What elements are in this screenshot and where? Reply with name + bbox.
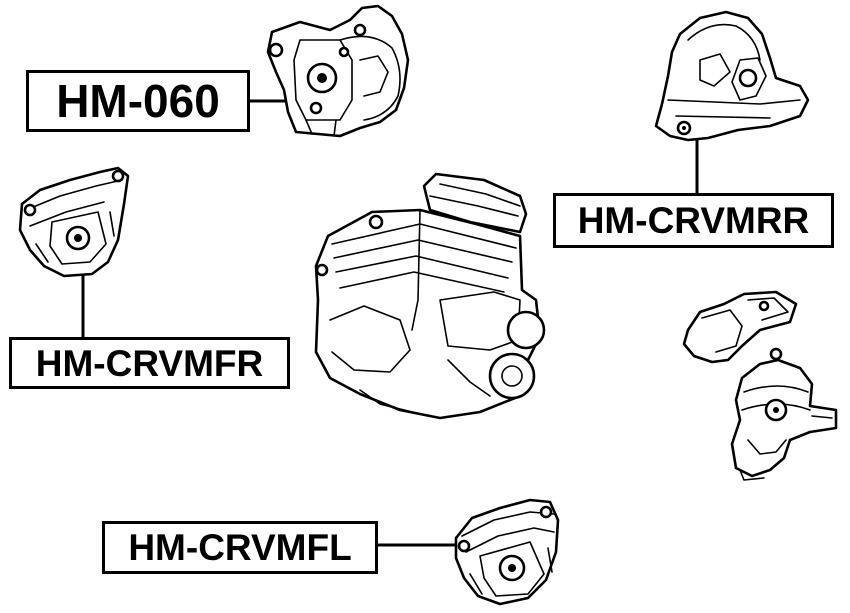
mount-crvmfl-drawing [454, 498, 560, 606]
engine-block-drawing [314, 172, 546, 420]
label-hm-crvmfl[interactable]: HM-CRVMFL [102, 521, 378, 574]
mount-crvmfr-drawing [18, 166, 130, 278]
mount-right-side-drawing [682, 290, 838, 481]
label-hm060[interactable]: HM-060 [26, 70, 250, 132]
label-hm-crvmfr[interactable]: HM-CRVMFR [9, 337, 290, 389]
mount-hm060-drawing [266, 4, 410, 138]
mount-crvmrr-drawing [654, 10, 810, 142]
label-hm-crvmrr[interactable]: HM-CRVMRR [553, 193, 834, 248]
